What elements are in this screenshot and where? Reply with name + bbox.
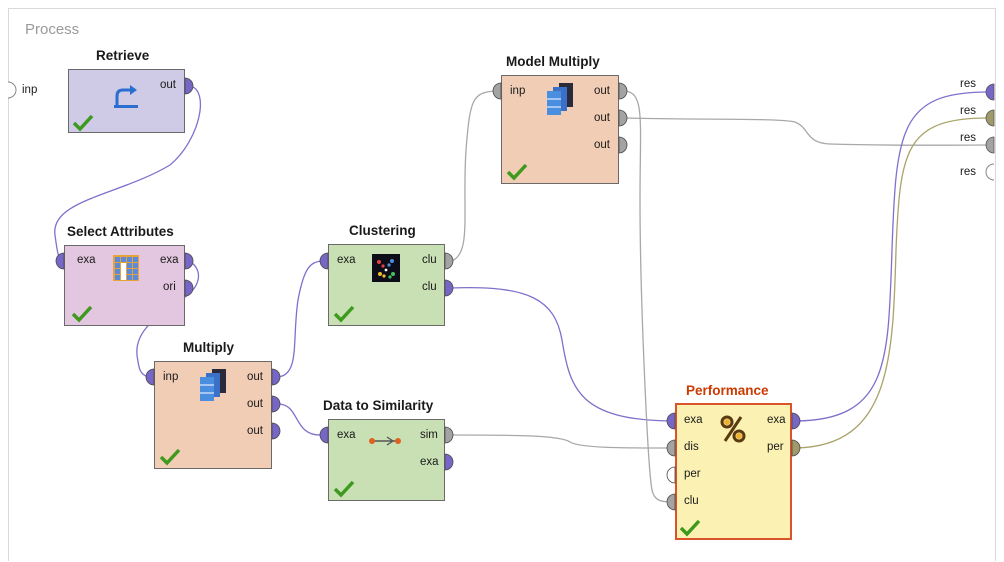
process-inp-label: inp	[22, 84, 38, 96]
percent-icon	[720, 415, 746, 443]
res-port-label-4: res	[960, 166, 976, 178]
performance-title: Performance	[686, 383, 769, 398]
wire-clustering-to-modelmultiply	[450, 90, 497, 262]
similarity-status-check-icon	[333, 480, 355, 498]
model-multiply-status-check-icon	[506, 163, 528, 181]
retrieve-out-label: out	[160, 79, 176, 91]
multiply-out3-label: out	[247, 425, 263, 437]
retrieve-icon	[114, 85, 138, 108]
res-port-label-3: res	[960, 132, 976, 144]
similarity-icon	[369, 436, 401, 446]
performance-exa-out-label: exa	[767, 414, 786, 426]
performance-per-out-label: per	[767, 441, 784, 453]
wire-modelmultiply-to-performance	[624, 90, 673, 503]
model-multiply-out2-label: out	[594, 112, 610, 124]
clustering-title: Clustering	[349, 223, 416, 238]
multiply-out1-label: out	[247, 371, 263, 383]
wire-retrieve-to-select	[54, 85, 202, 262]
similarity-sim-label: sim	[420, 429, 438, 441]
clustering-clu1-label: clu	[422, 254, 437, 266]
model-multiply-inp-label: inp	[510, 85, 526, 97]
retrieve-title: Retrieve	[96, 48, 150, 63]
multiply-out2-label: out	[247, 398, 263, 410]
wire-clustering-to-performance	[450, 286, 673, 422]
multiply-title: Multiply	[183, 340, 234, 355]
clustering-clu2-label: clu	[422, 281, 437, 293]
clustering-status-check-icon	[333, 305, 355, 323]
retrieve-status-check-icon	[72, 114, 94, 132]
multiply-inp-label: inp	[163, 371, 179, 383]
res-port-label-2: res	[960, 105, 976, 117]
model-multiply-icon	[547, 83, 573, 115]
model-multiply-title: Model Multiply	[506, 54, 600, 69]
data-to-similarity-title: Data to Similarity	[323, 398, 434, 413]
multiply-icon	[200, 369, 226, 401]
wire-multiply-to-similarity	[277, 403, 321, 436]
performance-status-check-icon	[679, 519, 701, 537]
wire-performance-exa-to-res	[795, 91, 989, 422]
model-multiply-out1-label: out	[594, 85, 610, 97]
performance-per-in-label: per	[684, 468, 701, 480]
select-attributes-title: Select Attributes	[67, 224, 174, 239]
select-exa-in-label: exa	[77, 254, 96, 266]
select-exa-out-label: exa	[160, 254, 179, 266]
wire-select-to-multiply	[136, 260, 200, 378]
wire-similarity-to-performance	[450, 434, 673, 449]
performance-exa-in-label: exa	[684, 414, 703, 426]
clustering-exa-label: exa	[337, 254, 356, 266]
performance-dis-label: dis	[684, 441, 699, 453]
select-status-check-icon	[71, 305, 93, 323]
similarity-exa-in-label: exa	[337, 429, 356, 441]
clustering-icon	[372, 254, 400, 282]
select-ori-label: ori	[163, 281, 176, 293]
process-title: Process	[25, 21, 80, 38]
table-attributes-icon	[113, 255, 139, 281]
performance-clu-label: clu	[684, 495, 699, 507]
res-port-label-1: res	[960, 78, 976, 90]
multiply-status-check-icon	[159, 448, 181, 466]
wire-modelmultiply-to-res	[624, 117, 989, 146]
similarity-exa-out-label: exa	[420, 456, 439, 468]
wire-multiply-to-clustering	[277, 260, 323, 378]
model-multiply-out3-label: out	[594, 139, 610, 151]
wire-performance-per-to-res	[795, 117, 989, 449]
